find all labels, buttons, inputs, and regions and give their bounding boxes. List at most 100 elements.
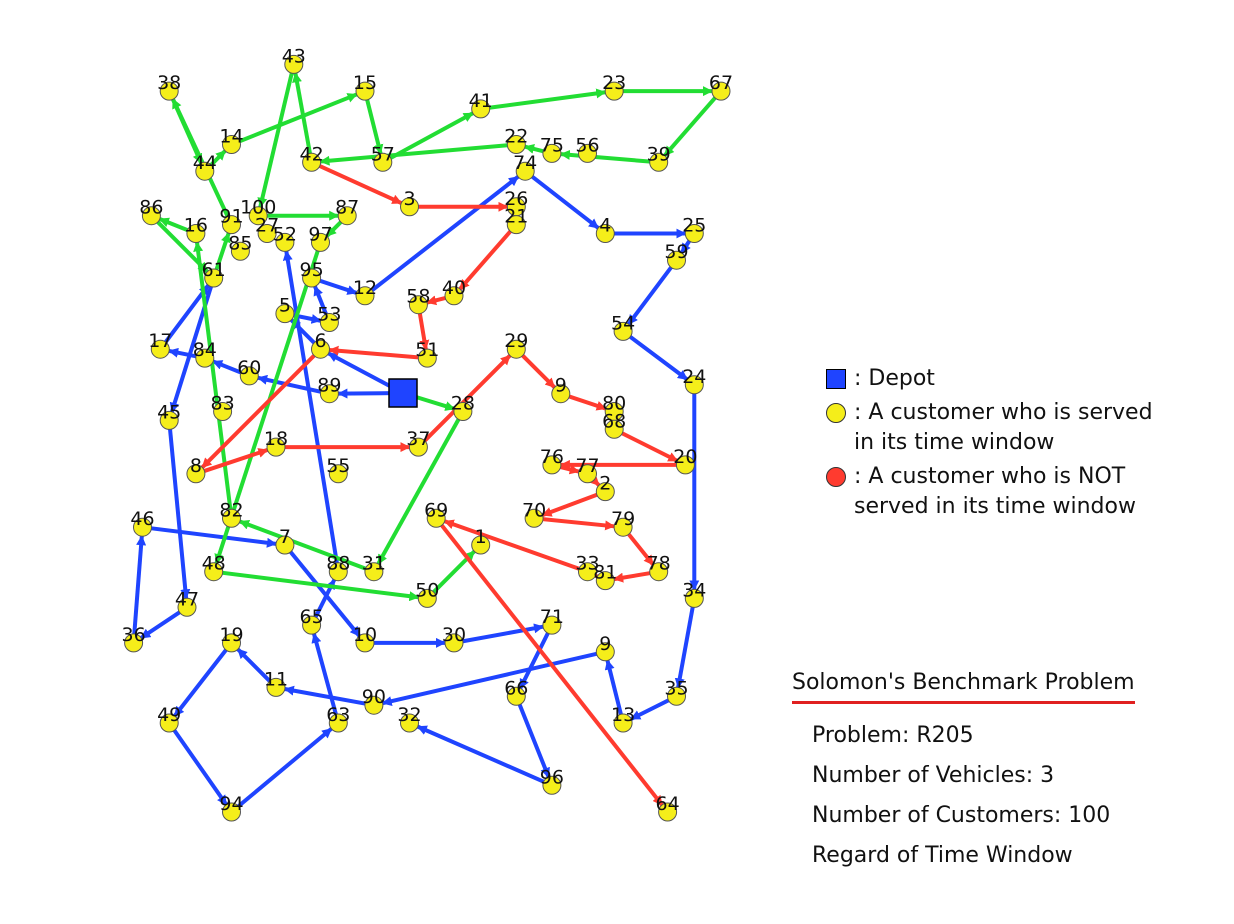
customer-node bbox=[444, 633, 464, 653]
customer-label: 39 bbox=[647, 143, 671, 165]
route-segment bbox=[282, 250, 341, 573]
route-segment bbox=[453, 623, 545, 645]
route-segment bbox=[523, 169, 600, 230]
customer-node bbox=[684, 224, 704, 243]
customer-label: 85 bbox=[228, 232, 252, 254]
customer-node bbox=[542, 143, 562, 163]
customer-label: 40 bbox=[442, 277, 466, 299]
customer-label: 52 bbox=[273, 223, 297, 245]
customer-node bbox=[400, 713, 419, 733]
customer-node bbox=[524, 508, 544, 528]
route-segment bbox=[167, 90, 203, 164]
customer-label: 83 bbox=[211, 393, 235, 415]
customer-label: 69 bbox=[424, 499, 448, 521]
customer-node bbox=[453, 402, 473, 421]
customer-label: 84 bbox=[193, 339, 217, 361]
customer-label: 22 bbox=[504, 126, 528, 148]
customer-label: 2 bbox=[599, 473, 611, 495]
legend-depot-text: : Depot bbox=[854, 366, 935, 391]
route-segment bbox=[559, 149, 659, 165]
info-title: Solomon's Benchmark Problem bbox=[792, 668, 1135, 704]
customer-label: 45 bbox=[157, 401, 181, 423]
customer-label: 15 bbox=[353, 72, 377, 94]
customer-node bbox=[684, 375, 704, 395]
route-segment bbox=[193, 241, 234, 519]
customer-label: 5 bbox=[279, 295, 291, 317]
customer-label: 94 bbox=[219, 793, 243, 815]
route-segment bbox=[626, 259, 679, 326]
customer-node bbox=[275, 535, 295, 555]
customer-label: 78 bbox=[647, 553, 671, 575]
customer-node bbox=[204, 562, 224, 582]
customer-node bbox=[177, 597, 197, 617]
customer-node bbox=[124, 633, 144, 653]
customer-node bbox=[684, 588, 704, 608]
customer-label: 50 bbox=[415, 579, 439, 601]
route-segment bbox=[142, 525, 277, 548]
customer-node bbox=[213, 402, 233, 421]
customer-node bbox=[675, 455, 695, 475]
customer-node bbox=[551, 384, 571, 404]
customer-label: 9 bbox=[555, 375, 567, 397]
customer-node bbox=[159, 81, 179, 101]
customer-node bbox=[506, 135, 526, 154]
legend-depot: : Depot bbox=[826, 364, 1226, 394]
customer-node bbox=[195, 348, 215, 368]
route-segment bbox=[328, 345, 428, 361]
route-segment bbox=[458, 223, 518, 291]
customer-label: 67 bbox=[709, 72, 733, 94]
customer-label: 87 bbox=[335, 197, 359, 219]
customer-label: 24 bbox=[682, 366, 706, 388]
customer-node bbox=[133, 517, 152, 537]
customer-node bbox=[604, 419, 624, 439]
customer-node bbox=[417, 588, 437, 608]
customer-node bbox=[204, 268, 224, 288]
customer-label: 47 bbox=[175, 588, 199, 610]
customer-label: 56 bbox=[575, 134, 599, 156]
route-segment bbox=[416, 354, 512, 449]
customer-label: 79 bbox=[611, 508, 635, 530]
customer-label: 20 bbox=[673, 446, 697, 468]
customer-label: 14 bbox=[219, 126, 243, 148]
route-segment bbox=[195, 448, 269, 476]
customer-node bbox=[506, 215, 526, 235]
routes-layer bbox=[131, 63, 723, 814]
customer-label: 16 bbox=[184, 215, 208, 237]
customer-label: 86 bbox=[139, 197, 163, 219]
customer-node bbox=[355, 633, 375, 653]
customer-label: 36 bbox=[122, 624, 146, 646]
customer-node bbox=[613, 321, 633, 341]
customer-node bbox=[239, 366, 259, 386]
customer-node bbox=[275, 304, 295, 324]
customer-node bbox=[578, 562, 597, 582]
customer-node bbox=[311, 232, 330, 252]
route-segment bbox=[167, 420, 191, 600]
customer-node bbox=[328, 464, 348, 484]
customer-node bbox=[595, 642, 615, 662]
customer-label: 51 bbox=[415, 339, 439, 361]
customer-label: 10 bbox=[353, 624, 377, 646]
customer-label: 76 bbox=[540, 446, 564, 468]
route-segment bbox=[149, 214, 209, 274]
customer-label: 19 bbox=[219, 624, 243, 646]
route-segment bbox=[310, 160, 403, 205]
customer-node bbox=[426, 508, 446, 528]
customer-label: 18 bbox=[264, 428, 288, 450]
customer-node bbox=[515, 161, 535, 181]
route-segment bbox=[674, 598, 697, 689]
customer-node bbox=[355, 81, 375, 101]
customer-node bbox=[266, 677, 286, 697]
customer-node bbox=[266, 437, 286, 457]
customer-label: 25 bbox=[682, 215, 706, 237]
customer-node bbox=[222, 802, 241, 822]
route-segment bbox=[621, 329, 689, 381]
customer-label: 9 bbox=[599, 633, 611, 655]
customer-label: 65 bbox=[300, 606, 324, 628]
legend-not-served-text: : A customer who is NOT served in its ti… bbox=[854, 464, 1136, 519]
route-segment bbox=[200, 347, 322, 469]
customer-label: 34 bbox=[682, 579, 706, 601]
customer-label: 49 bbox=[157, 704, 181, 726]
customer-node bbox=[471, 99, 491, 119]
depot-square-icon bbox=[826, 369, 846, 389]
customer-label: 29 bbox=[504, 330, 528, 352]
